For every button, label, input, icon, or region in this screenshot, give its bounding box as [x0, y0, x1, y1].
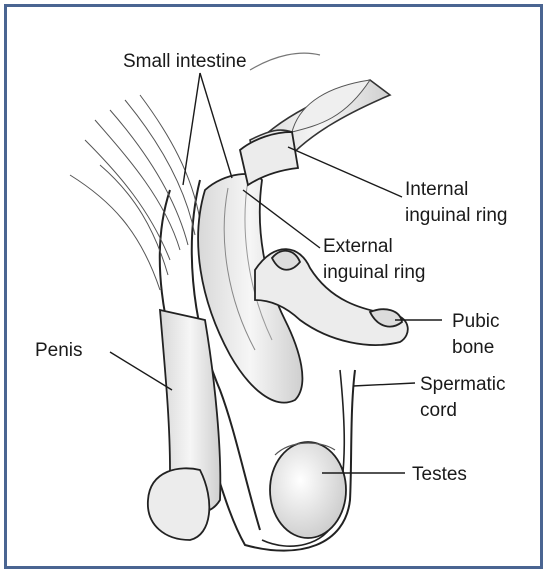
abdominal-muscle-fibers	[70, 95, 200, 290]
label-spermatic-line1: Spermatic	[420, 374, 506, 395]
testis	[270, 442, 346, 538]
label-pubic-line1: Pubic	[452, 311, 500, 332]
label-pubic-line2: bone	[452, 337, 494, 358]
penis	[148, 310, 220, 540]
label-penis: Penis	[35, 340, 83, 361]
label-internal-ring-line1: Internal	[405, 179, 468, 200]
label-spermatic-line2: cord	[420, 400, 457, 421]
label-external-ring-line2: inguinal ring	[323, 262, 425, 283]
label-internal-ring-line2: inguinal ring	[405, 205, 507, 226]
label-external-ring-line1: External	[323, 236, 393, 257]
label-small-intestine: Small intestine	[123, 51, 247, 72]
internal-inguinal-ring	[240, 132, 298, 185]
label-testes: Testes	[412, 464, 467, 485]
